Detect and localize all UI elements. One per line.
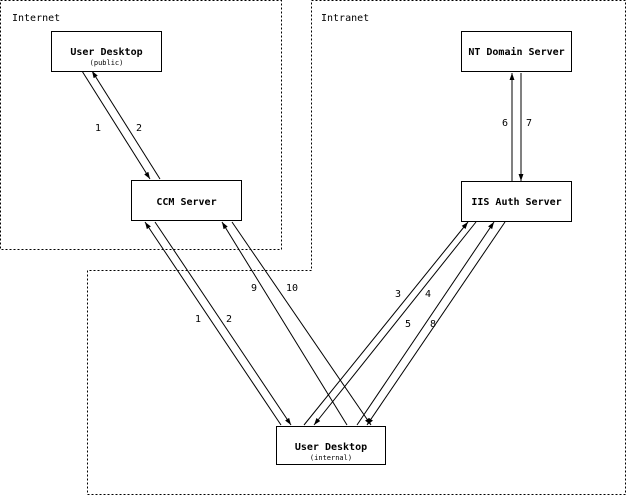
node-ccm-server: CCM Server (131, 180, 242, 221)
step-label: 2 (136, 123, 142, 134)
arrow-ccm-to-internal-b (231, 221, 372, 426)
step-label: 1 (195, 314, 201, 325)
step-label: 6 (502, 118, 508, 129)
node-title: NT Domain Server (468, 46, 564, 58)
arrow-public-to-ccm (81, 70, 151, 180)
arrow-internal-to-iis-b (356, 221, 495, 426)
step-label: 3 (395, 289, 401, 300)
step-label: 8 (430, 319, 436, 330)
step-label: 9 (251, 283, 257, 294)
intranet-zone (87, 0, 626, 495)
node-title: IIS Auth Server (471, 197, 561, 208)
internet-zone-label: Internet (12, 13, 60, 24)
arrow-internal-to-ccm-b (221, 221, 348, 426)
intranet-zone-label: Intranet (321, 13, 369, 24)
node-subtitle: (public) (90, 59, 124, 67)
arrow-internal-to-iis-a (303, 221, 469, 426)
arrow-internal-to-ccm (144, 221, 282, 426)
step-label: 7 (526, 118, 532, 129)
step-label: 5 (405, 319, 411, 330)
node-user-desktop-internal: User Desktop (internal) (276, 426, 386, 465)
node-subtitle: (internal) (310, 454, 352, 462)
node-title: CCM Server (156, 197, 216, 208)
node-title: User Desktop (295, 442, 367, 453)
connections (81, 70, 524, 426)
node-user-desktop-public: User Desktop (public) (51, 31, 162, 72)
step-label: 10 (286, 283, 298, 294)
node-title: User Desktop (70, 47, 142, 58)
arrow-iis-to-internal-b (366, 221, 506, 426)
arrow-ccm-to-public (91, 70, 161, 180)
arrow-ccm-to-internal (154, 221, 292, 426)
arrow-iis-to-internal-a (313, 221, 477, 426)
step-label: 4 (425, 289, 431, 300)
step-label: 2 (226, 314, 232, 325)
step-label: 1 (95, 123, 101, 134)
internet-zone (0, 0, 282, 250)
node-nt-domain-server: NT Domain Server (461, 31, 572, 72)
node-iis-auth-server: IIS Auth Server (461, 181, 572, 222)
